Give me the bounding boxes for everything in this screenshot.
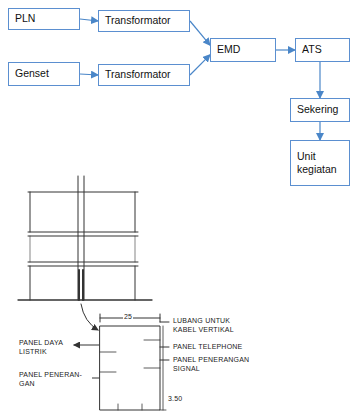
box-label: PLN	[15, 12, 35, 25]
process-box: Transformator	[98, 64, 190, 86]
process-box: ATS	[295, 38, 350, 62]
flow-arrow	[80, 19, 98, 21]
sketch-annotation: 25	[123, 313, 133, 322]
process-box: Sekering	[290, 98, 350, 122]
box-label: Transformator	[105, 68, 171, 81]
flow-arrow	[276, 49, 295, 50]
flow-arrow	[319, 122, 320, 140]
process-box: Unit kegiatan	[290, 140, 350, 186]
flow-arrow	[190, 55, 210, 75]
process-box: Genset	[8, 62, 80, 86]
sketch-annotation: PANEL DAYA LISTRIK	[18, 339, 70, 357]
sketch-annotation: PANEL TELEPHONE	[172, 343, 264, 352]
sketch-annotation: PANEL PENERANGAN SIGNAL	[172, 356, 256, 374]
box-label: Transformator	[105, 14, 171, 27]
flow-arrow	[190, 21, 210, 45]
sketch-annotation: 3.50	[167, 395, 183, 404]
flow-arrow	[80, 74, 98, 75]
box-label: EMD	[217, 43, 240, 56]
box-label: Sekering	[297, 103, 338, 116]
box-label: Unit kegiatan	[297, 150, 343, 176]
process-box: PLN	[8, 8, 80, 30]
box-label: ATS	[302, 43, 322, 56]
process-box: EMD	[210, 38, 276, 62]
process-box: Transformator	[98, 10, 190, 32]
sketch-annotation: LUBANG UNTUK KABEL VERTIKAL	[172, 317, 256, 335]
sketch-annotation: PANEL PENERAN- GAN	[18, 371, 92, 389]
flow-arrow	[319, 62, 320, 98]
box-label: Genset	[15, 67, 49, 80]
